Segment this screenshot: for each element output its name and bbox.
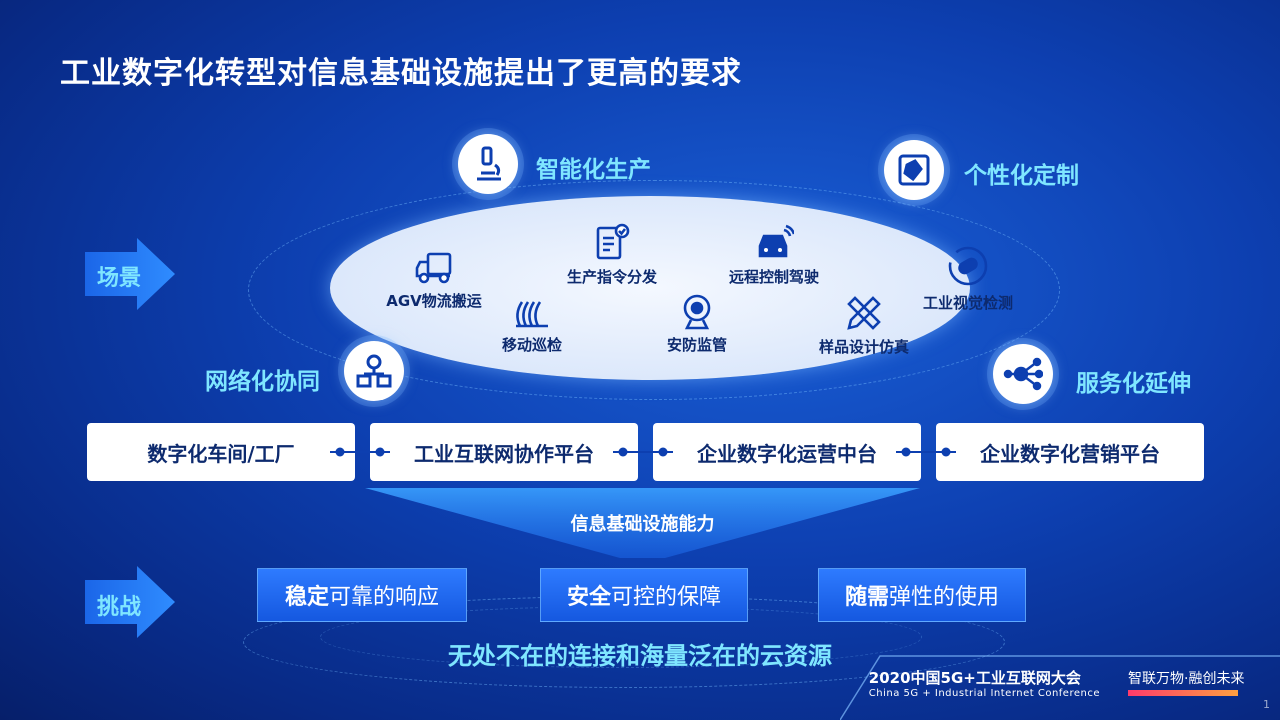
pillar-smart-production: 智能化生产	[536, 157, 651, 183]
footer-line-icon	[840, 655, 1280, 720]
conference-name: 2020中国5G+工业互联网大会 China 5G + Industrial I…	[869, 667, 1100, 699]
scene-agv: AGV物流搬运	[382, 250, 486, 311]
scene-security: 安防监管	[645, 292, 749, 355]
conference-en: China 5G + Industrial Internet Conferenc…	[868, 688, 1100, 699]
challenge-bold: 随需	[844, 585, 889, 610]
challenge-label: 挑战	[97, 595, 142, 620]
scene-dispatch: 生产指令分发	[560, 222, 664, 287]
truck-icon	[415, 252, 452, 284]
challenge-stability: 稳定可靠的响应	[257, 568, 467, 622]
scene-label: AGV物流搬运	[386, 292, 482, 310]
scene-label: 远程控制驾驶	[728, 268, 819, 286]
scene-remote: 远程控制驾驶	[722, 224, 826, 287]
pillar-network-collab: 网络化协同	[205, 369, 320, 395]
document-check-icon	[596, 223, 630, 260]
scene-label: 场景	[97, 266, 142, 291]
microscope-icon	[458, 134, 518, 194]
scene-label: 安防监管	[666, 336, 727, 354]
platform-workshop: 数字化车间/工厂	[87, 423, 355, 481]
challenge-rest: 可控的保障	[611, 585, 722, 610]
challenge-bold: 稳定	[284, 585, 329, 610]
platform-operation: 企业数字化运营中台	[653, 423, 921, 481]
connector-1	[330, 447, 390, 457]
scene-vision: 工业视觉检测	[916, 244, 1020, 313]
challenge-arrow-icon	[85, 566, 175, 638]
custom-icon	[884, 140, 944, 200]
camera-icon	[683, 294, 711, 330]
connector-2	[613, 447, 673, 457]
challenge-security: 安全可控的保障	[540, 568, 748, 622]
hub-icon	[993, 344, 1053, 404]
platform-iiot: 工业互联网协作平台	[370, 423, 638, 481]
scene-label: 工业视觉检测	[922, 294, 1013, 312]
slogan: 智联万物·融创未来	[1128, 671, 1245, 687]
page-title: 工业数字化转型对信息基础设施提出了更高的要求	[60, 56, 742, 91]
wave-icon	[516, 301, 548, 328]
infra-funnel	[365, 488, 920, 558]
infra-label: 信息基础设施能力	[570, 514, 715, 535]
platform-marketing: 企业数字化营销平台	[936, 423, 1204, 481]
challenge-bold: 安全	[566, 585, 611, 610]
scene-simulation: 样品设计仿真	[812, 294, 916, 357]
challenge-elastic: 随需弹性的使用	[818, 568, 1026, 622]
car-signal-icon	[758, 224, 794, 258]
scene-label: 生产指令分发	[566, 268, 657, 286]
pillar-personalized: 个性化定制	[964, 163, 1079, 189]
scene-patrol: 移动巡检	[480, 296, 584, 355]
scene-ellipse	[330, 196, 970, 380]
challenge-rest: 可靠的响应	[329, 585, 440, 610]
bottom-statement: 无处不在的连接和海量泛在的云资源	[448, 642, 832, 670]
slogan-bar	[1128, 690, 1238, 696]
outer-orbit	[248, 180, 1060, 400]
ruler-pencil-icon	[847, 296, 881, 330]
page-number: 1	[1263, 698, 1270, 711]
challenge-rest: 弹性的使用	[889, 585, 1000, 610]
scene-arrow-icon	[85, 238, 175, 310]
network-user-icon	[344, 341, 404, 401]
scene-label: 样品设计仿真	[818, 338, 909, 356]
scene-label: 移动巡检	[501, 336, 562, 354]
pillar-service-ext: 服务化延伸	[1076, 371, 1191, 397]
conference-cn: 2020中国5G+工业互联网大会	[868, 669, 1081, 687]
connector-3	[896, 447, 956, 457]
vision-icon	[948, 246, 988, 286]
